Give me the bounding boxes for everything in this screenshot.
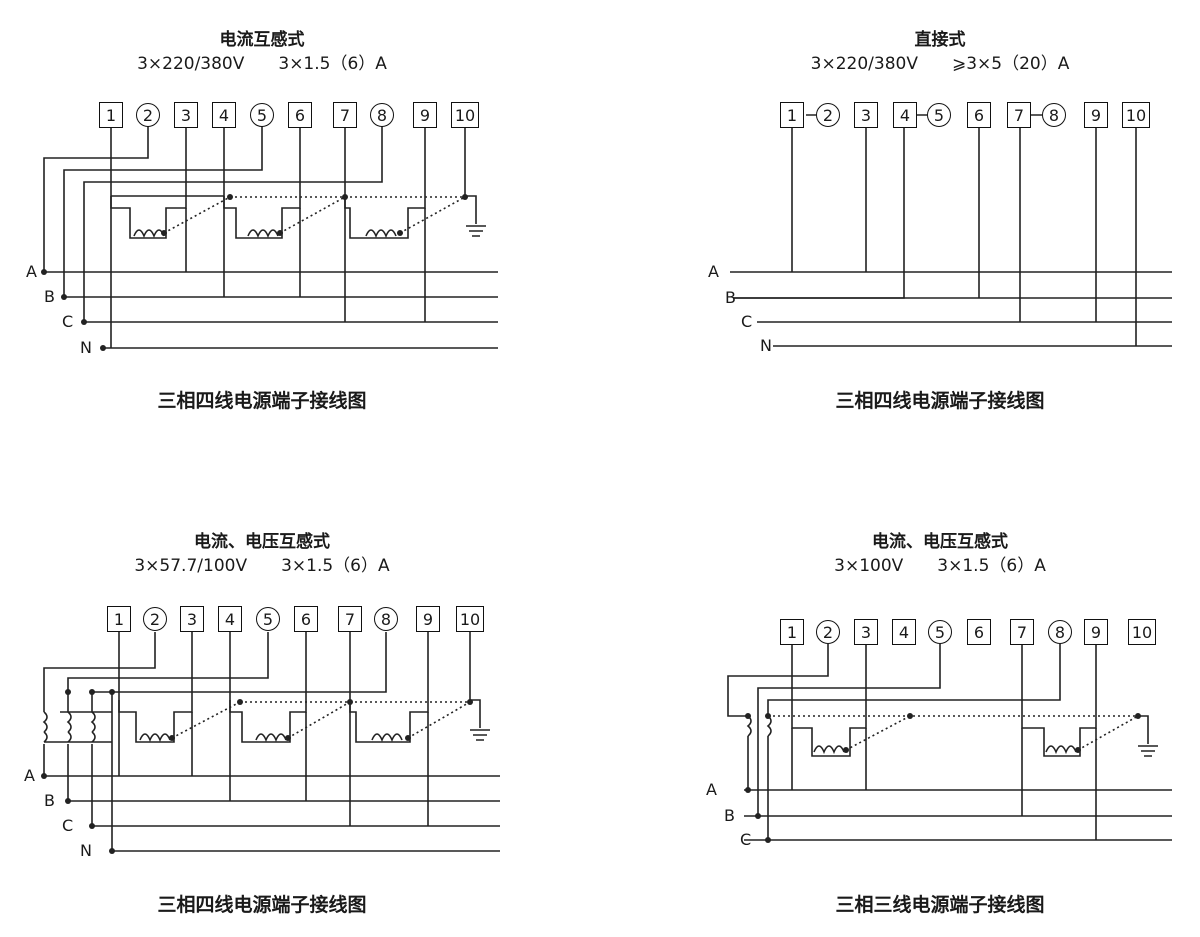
d3-terminal-10: 10 [456,606,484,632]
d2-terminal-3: 3 [854,102,878,128]
d1-terminal-1: 1 [99,102,123,128]
d1-terminal-6: 6 [288,102,312,128]
d1-terminal-8: 8 [370,103,394,127]
diagram-4-header: 电流、电压互感式 3×100V 3×1.5（6）A [790,530,1090,578]
d2-terminal-7: 7 [1007,102,1031,128]
d4-terminal-5: 5 [928,620,952,644]
d1-terminal-3: 3 [174,102,198,128]
d4-phase-a: A [706,780,717,799]
diagram-3-title: 电流、电压互感式 [194,532,330,552]
diagram-2-title: 直接式 [914,30,966,50]
d3-terminal-7: 7 [338,606,362,632]
d2-terminal-6: 6 [967,102,991,128]
d2-phase-b: B [725,288,736,307]
d2-phase-a: A [708,262,719,281]
d3-phase-b: B [44,791,55,810]
d3-phase-a: A [24,766,35,785]
d2-terminal-2: 2 [816,103,840,127]
d1-phase-n: N [80,338,92,357]
diagram-2-caption: 三相四线电源端子接线图 [835,390,1045,412]
diagram-1-title: 电流互感式 [219,30,305,50]
d3-terminal-4: 4 [218,606,242,632]
d1-terminal-4: 4 [212,102,236,128]
d1-terminal-5: 5 [250,103,274,127]
d1-terminal-7: 7 [333,102,357,128]
junction-dots [41,194,1141,854]
d3-phase-n: N [80,841,92,860]
d1-phase-c: C [62,312,74,331]
d4-terminal-2: 2 [816,620,840,644]
d1-phase-b: B [44,287,55,306]
diagram-1-wiring [43,126,498,349]
d1-terminal-9: 9 [413,102,437,128]
d4-terminal-4: 4 [892,619,916,645]
diagram-3-header: 电流、电压互感式 3×57.7/100V 3×1.5（6）A [112,530,412,578]
d2-terminal-1: 1 [780,102,804,128]
d3-terminal-2: 2 [143,607,167,631]
diagram-2-spec: 3×220/380V ⩾3×5（20）A [810,54,1070,74]
diagram-4-title: 电流、电压互感式 [872,532,1008,552]
d1-terminal-2: 2 [136,103,160,127]
diagram-2-header: 直接式 3×220/380V ⩾3×5（20）A [790,28,1090,76]
d3-terminal-6: 6 [294,606,318,632]
diagram-2-wiring [730,114,1172,347]
d1-terminal-10: 10 [451,102,479,128]
d4-phase-c: C [740,830,752,849]
d2-phase-n: N [760,336,772,355]
d3-terminal-3: 3 [180,606,204,632]
diagram-1-spec: 3×220/380V 3×1.5（6）A [137,54,387,74]
diagram-3-caption: 三相四线电源端子接线图 [157,894,367,916]
d1-phase-a: A [26,262,37,281]
d4-terminal-1: 1 [780,619,804,645]
d4-terminal-9: 9 [1084,619,1108,645]
d4-terminal-10: 10 [1128,619,1156,645]
d4-phase-b: B [724,806,735,825]
diagram-3-spec: 3×57.7/100V 3×1.5（6）A [134,556,390,576]
d3-terminal-1: 1 [107,606,131,632]
d3-terminal-9: 9 [416,606,440,632]
d4-terminal-7: 7 [1010,619,1034,645]
d2-phase-c: C [741,312,753,331]
d2-terminal-4: 4 [893,102,917,128]
d2-terminal-9: 9 [1084,102,1108,128]
diagram-1-header: 电流互感式 3×220/380V 3×1.5（6）A [112,28,412,76]
d2-terminal-8: 8 [1042,103,1066,127]
d4-terminal-3: 3 [854,619,878,645]
d3-phase-c: C [62,816,74,835]
diagram-4-spec: 3×100V 3×1.5（6）A [834,556,1046,576]
d3-terminal-5: 5 [256,607,280,631]
diagram-4-wiring [727,644,1172,841]
diagram-4-caption: 三相三线电源端子接线图 [835,894,1045,916]
d2-terminal-5: 5 [927,103,951,127]
d4-terminal-6: 6 [967,619,991,645]
diagram-3-wiring [42,632,500,852]
d2-terminal-10: 10 [1122,102,1150,128]
d4-terminal-8: 8 [1048,620,1072,644]
diagram-1-caption: 三相四线电源端子接线图 [157,390,367,412]
d3-terminal-8: 8 [374,607,398,631]
